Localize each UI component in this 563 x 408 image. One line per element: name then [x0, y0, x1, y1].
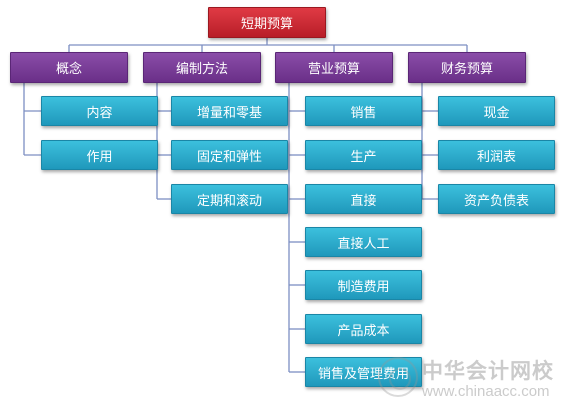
watermark: 中华会计网校 www.chinaacc.com: [378, 355, 563, 408]
leaf-product-cost: 产品成本: [305, 314, 422, 344]
root-node-short-term-budget: 短期预算: [208, 7, 326, 38]
leaf-sales: 销售: [305, 96, 422, 126]
leaf-label: 直接人工: [337, 236, 390, 252]
leaf-label: 直接: [350, 193, 377, 209]
leaf-direct-labor: 直接人工: [305, 227, 422, 257]
leaf-label: 作用: [86, 149, 113, 165]
leaf-incremental-zero-based: 增量和零基: [171, 96, 288, 126]
leaf-content: 内容: [41, 96, 158, 126]
leaf-label: 利润表: [476, 149, 516, 165]
watermark-name: 中华会计网校: [422, 359, 554, 383]
leaf-label: 制造费用: [337, 279, 390, 295]
category-financial-budget: 财务预算: [408, 52, 526, 83]
category-preparation-method: 编制方法: [143, 52, 261, 83]
leaf-label: 现金: [483, 105, 510, 121]
leaf-label: 产品成本: [337, 323, 390, 339]
leaf-label: 内容: [86, 105, 113, 121]
leaf-label: 资产负债表: [463, 193, 529, 209]
leaf-label: 增量和零基: [196, 105, 262, 121]
leaf-label: 定期和滚动: [196, 193, 262, 209]
root-label: 短期预算: [240, 17, 293, 32]
leaf-production: 生产: [305, 140, 422, 170]
leaf-income-statement: 利润表: [438, 140, 555, 170]
watermark-url: www.chinaacc.com: [422, 383, 550, 400]
watermark-logo-icon: [378, 357, 418, 397]
leaf-label: 生产: [350, 149, 377, 165]
category-operating-budget: 营业预算: [275, 52, 393, 83]
leaf-function: 作用: [41, 140, 158, 170]
category-concept: 概念: [10, 52, 128, 83]
leaf-fixed-flexible: 固定和弹性: [171, 140, 288, 170]
category-label: 营业预算: [307, 62, 360, 77]
leaf-balance-sheet: 资产负债表: [438, 184, 555, 214]
leaf-direct: 直接: [305, 184, 422, 214]
leaf-manufacturing-overhead: 制造费用: [305, 270, 422, 300]
leaf-label: 固定和弹性: [196, 149, 262, 165]
category-label: 财务预算: [440, 62, 493, 77]
leaf-cash: 现金: [438, 96, 555, 126]
category-label: 编制方法: [175, 62, 228, 77]
leaf-label: 销售: [350, 105, 377, 121]
category-label: 概念: [55, 62, 82, 77]
leaf-periodic-rolling: 定期和滚动: [171, 184, 288, 214]
